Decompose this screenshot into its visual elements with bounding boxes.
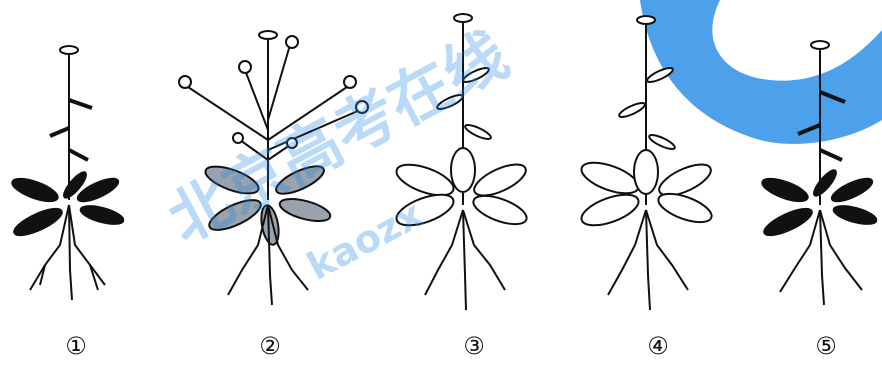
label-4: ④ <box>645 333 671 359</box>
label-5: ⑤ <box>813 333 839 359</box>
label-1: ① <box>63 333 89 359</box>
watermark-logo-shape <box>640 0 882 144</box>
plant-2 <box>179 31 368 305</box>
plant-3 <box>393 14 530 310</box>
plant-1 <box>10 46 125 300</box>
label-3: ③ <box>461 333 487 359</box>
label-2: ② <box>257 333 283 359</box>
